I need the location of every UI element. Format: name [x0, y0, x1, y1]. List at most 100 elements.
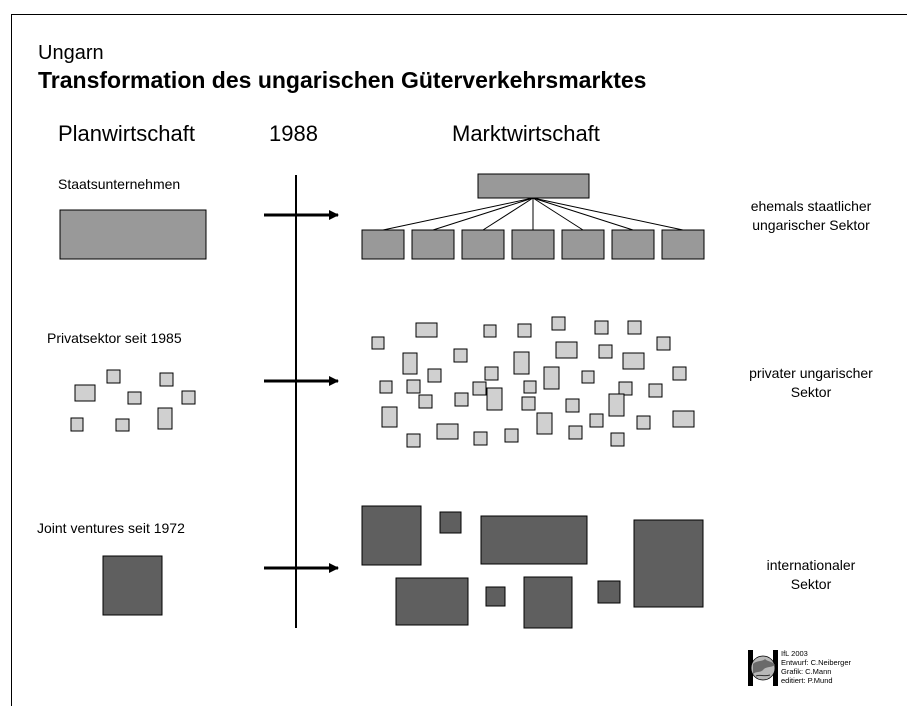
private-firm-box [472, 381, 487, 396]
private-firm-box [589, 413, 604, 428]
column-header-year: 1988 [269, 121, 318, 146]
label-international-sector-line2: Sektor [790, 576, 832, 592]
private-firm-box [159, 372, 174, 387]
private-firm-box [406, 433, 421, 448]
private-firm-box [594, 320, 609, 335]
org-connector-line [532, 197, 584, 231]
private-firm-box [622, 352, 645, 370]
label-international-sector: internationaler Sektor [726, 556, 896, 594]
diagram-title: Transformation des ungarischen Güterverk… [38, 67, 647, 93]
international-firm-box [439, 511, 462, 534]
column-header-market: Marktwirtschaft [452, 121, 600, 146]
private-firm-box [555, 341, 578, 359]
private-firm-box [181, 390, 196, 405]
private-firm-box [672, 366, 687, 381]
private-firm-box [127, 391, 142, 405]
private-firm-box [415, 322, 438, 338]
label-private-sector: Privatsektor seit 1985 [47, 330, 182, 346]
successor-company-box [661, 229, 705, 260]
successor-companies [361, 229, 705, 260]
private-firm-box [636, 415, 651, 430]
label-state-enterprises: Staatsunternehmen [58, 176, 181, 192]
private-firm-box [483, 324, 497, 338]
international-firm-box [597, 580, 621, 604]
joint-venture-box [102, 555, 163, 616]
private-firm-box [427, 368, 442, 383]
private-firm-box [453, 348, 468, 363]
private-firm-box [402, 352, 418, 375]
private-firm-box [608, 393, 625, 417]
international-firm-box [523, 576, 573, 629]
org-connector-line [532, 197, 684, 231]
private-firm-box [473, 431, 488, 446]
frame-left-border [11, 14, 12, 706]
private-firm-box [568, 425, 583, 440]
label-international-sector-line1: internationaler [766, 557, 856, 573]
private-firm-box [598, 344, 613, 359]
private-firm-box [610, 432, 625, 447]
private-firm-box [406, 379, 421, 394]
private-firm-box [521, 396, 536, 411]
international-firm-box [395, 577, 469, 626]
international-firms [361, 505, 704, 629]
diagram-subtitle: Ungarn [38, 42, 104, 64]
label-joint-ventures: Joint ventures seit 1972 [37, 520, 185, 536]
private-firm-box [74, 384, 96, 402]
label-private-hungarian-sector-line1: privater ungarischer [749, 365, 873, 381]
international-firm-box [485, 586, 506, 607]
private-firm-box [371, 336, 385, 350]
private-firm-box [70, 417, 84, 432]
private-firm-box [513, 351, 530, 375]
private-firm-box [536, 412, 553, 435]
private-firm-box [581, 370, 595, 384]
private-firm-box [486, 387, 503, 411]
successor-company-box [411, 229, 455, 260]
label-former-state-sector-line1: ehemals staatlicher [750, 198, 872, 214]
private-firm-box [115, 418, 130, 432]
international-firm-box [480, 515, 588, 565]
successor-company-box [461, 229, 505, 260]
successor-company-box [361, 229, 405, 260]
successor-company-box [611, 229, 655, 260]
international-firm-box [361, 505, 422, 566]
label-former-state-sector: ehemals staatlicher ungarischer Sektor [726, 197, 896, 235]
private-firm-box [565, 398, 580, 413]
private-firm-box [618, 381, 633, 396]
credits-line-edited: editiert: P.Mund [781, 676, 833, 685]
private-firm-box [543, 366, 560, 390]
state-enterprise-box [59, 209, 207, 260]
private-firm-box [381, 406, 398, 428]
private-firms-before [70, 369, 196, 432]
private-firm-box [454, 392, 469, 407]
private-firm-box [523, 380, 537, 394]
private-firm-box [627, 320, 642, 335]
org-connector-line [532, 197, 634, 231]
private-firm-box [379, 380, 393, 394]
label-private-hungarian-sector: privater ungarischer Sektor [726, 364, 896, 402]
private-firms-after [371, 316, 695, 448]
successor-company-box [561, 229, 605, 260]
private-firm-box [504, 428, 519, 443]
private-firm-box [106, 369, 121, 384]
international-firm-box [633, 519, 704, 608]
credits-block: IfL 2003 Entwurf: C.Neiberger Grafik: C.… [781, 649, 851, 685]
credits-line-design: Entwurf: C.Neiberger [781, 658, 852, 667]
private-firm-box [418, 394, 433, 409]
private-firm-box [672, 410, 695, 428]
org-connector-lines [382, 197, 684, 231]
private-firm-box [517, 323, 532, 338]
org-connector-line [432, 197, 534, 231]
private-firm-box [551, 316, 566, 331]
holding-company-box [477, 173, 590, 199]
private-firm-box [656, 336, 671, 351]
org-connector-line [482, 197, 534, 231]
successor-company-box [511, 229, 555, 260]
column-header-planned: Planwirtschaft [58, 121, 195, 146]
private-firm-box [157, 407, 173, 430]
frame-top-border [11, 14, 907, 15]
private-firm-box [436, 423, 459, 440]
credits-line-institute: IfL 2003 [781, 649, 808, 658]
label-former-state-sector-line2: ungarischer Sektor [752, 217, 870, 233]
credits-line-graphics: Grafik: C.Mann [781, 667, 832, 676]
